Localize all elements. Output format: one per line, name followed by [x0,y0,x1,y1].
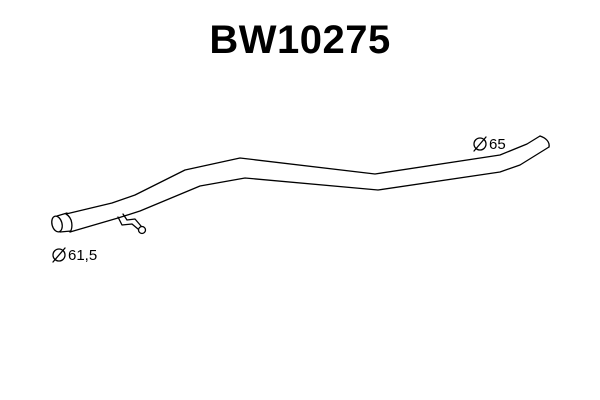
pipe-outlet-end [539,135,550,148]
part-number-title: BW10275 [209,18,391,62]
pipe-inlet-end [51,215,63,233]
outlet-diameter-symbol [473,136,487,152]
outlet-diameter-label: 65 [489,136,506,153]
hanger-bracket [117,213,142,230]
hanger-ring [137,225,147,235]
pipe-lower-edge [69,146,550,233]
inlet-diameter-symbol [52,247,66,263]
inlet-diameter-label: 61,5 [68,247,97,264]
pipe-upper-edge [65,135,541,215]
inlet-sleeve [56,212,73,233]
